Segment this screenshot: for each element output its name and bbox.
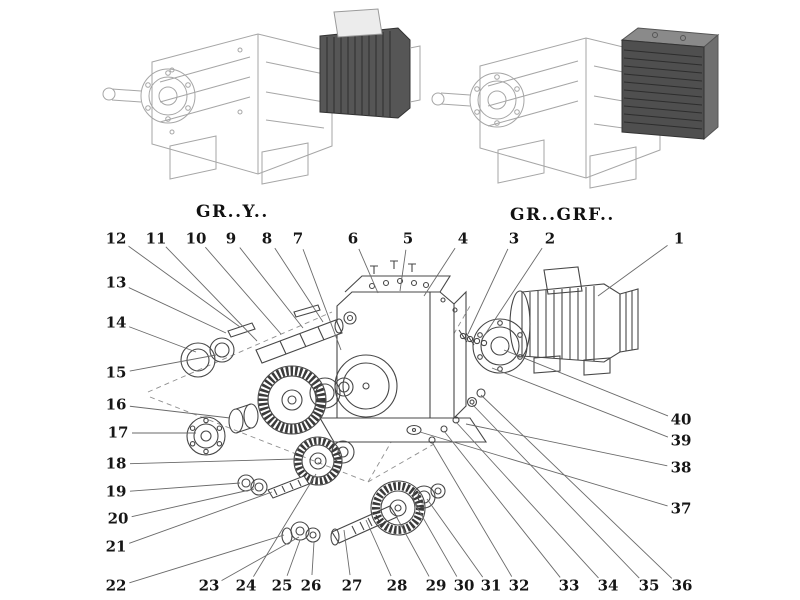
leader-line-40 xyxy=(503,349,669,417)
leader-line-10 xyxy=(204,246,282,335)
callout-17: 17 xyxy=(105,423,131,442)
leader-line-7 xyxy=(302,249,342,351)
leader-line-2 xyxy=(483,247,543,337)
leader-line-39 xyxy=(491,367,669,438)
leader-line-6 xyxy=(358,248,379,294)
leader-line-13 xyxy=(128,287,227,334)
callout-22: 22 xyxy=(103,576,129,595)
callout-11: 11 xyxy=(143,229,169,248)
leader-line-15 xyxy=(129,354,217,372)
callout-30: 30 xyxy=(451,576,477,595)
callout-4: 4 xyxy=(455,229,471,248)
assembly-axis-dashed-lines xyxy=(147,305,471,483)
callout-13: 13 xyxy=(103,273,129,292)
callout-39: 39 xyxy=(668,431,694,450)
callout-3: 3 xyxy=(506,229,522,248)
callout-40: 40 xyxy=(668,410,694,429)
callout-6: 6 xyxy=(345,229,361,248)
leader-line-9 xyxy=(239,247,304,329)
leader-line-26 xyxy=(311,541,315,576)
callout-15: 15 xyxy=(103,363,129,382)
callout-1: 1 xyxy=(671,229,687,248)
leader-line-36 xyxy=(480,394,673,579)
variant-label-gr-y: GR..Y.. xyxy=(196,202,269,222)
leader-line-25 xyxy=(286,539,301,576)
callout-36: 36 xyxy=(669,576,695,595)
motor-assembly xyxy=(472,266,639,376)
leader-line-21 xyxy=(129,491,273,544)
leader-line-32 xyxy=(431,441,513,577)
callout-14: 14 xyxy=(103,313,129,332)
leader-line-23 xyxy=(221,536,300,582)
leader-line-27 xyxy=(343,529,351,576)
callout-26: 26 xyxy=(298,576,324,595)
leader-line-20 xyxy=(131,488,255,518)
callout-20: 20 xyxy=(105,509,131,528)
leader-line-1 xyxy=(597,244,668,297)
callout-21: 21 xyxy=(103,537,129,556)
leader-line-35 xyxy=(471,403,640,579)
callout-29: 29 xyxy=(423,576,449,595)
callout-2: 2 xyxy=(542,229,558,248)
callout-16: 16 xyxy=(103,395,129,414)
leader-line-5 xyxy=(399,249,407,292)
leader-line-22 xyxy=(129,534,285,584)
intermediate-gear-parts xyxy=(237,365,355,499)
leader-line-19 xyxy=(129,482,241,492)
callout-35: 35 xyxy=(636,576,662,595)
gear-motor-drawing-gr-y xyxy=(102,8,421,185)
leader-line-11 xyxy=(165,246,258,342)
leader-line-14 xyxy=(129,326,197,353)
leader-line-24 xyxy=(253,473,317,577)
leader-lines xyxy=(127,244,673,584)
callout-25: 25 xyxy=(269,576,295,595)
leader-line-28 xyxy=(365,519,392,577)
leader-line-4 xyxy=(423,247,456,297)
callout-9: 9 xyxy=(223,229,239,248)
leader-line-8 xyxy=(274,247,324,323)
callout-31: 31 xyxy=(478,576,504,595)
exploded-view xyxy=(147,260,639,546)
leader-line-31 xyxy=(426,498,484,578)
callout-10: 10 xyxy=(183,229,209,248)
callout-5: 5 xyxy=(400,229,416,248)
leader-line-18 xyxy=(129,458,297,465)
callout-18: 18 xyxy=(103,454,129,473)
gear-housing xyxy=(319,260,488,444)
callout-8: 8 xyxy=(259,229,275,248)
callout-32: 32 xyxy=(506,576,532,595)
leader-line-16 xyxy=(129,405,231,419)
variant-label-gr-grf: GR..GRF.. xyxy=(510,205,615,225)
callout-24: 24 xyxy=(233,576,259,595)
callout-19: 19 xyxy=(103,482,129,501)
gear-motor-drawing-gr-grf xyxy=(431,27,720,189)
leader-line-30 xyxy=(413,501,458,577)
callout-23: 23 xyxy=(196,576,222,595)
callout-12: 12 xyxy=(103,229,129,248)
callout-28: 28 xyxy=(384,576,410,595)
callout-27: 27 xyxy=(339,576,365,595)
callout-34: 34 xyxy=(595,576,621,595)
callout-7: 7 xyxy=(290,229,306,248)
callout-33: 33 xyxy=(556,576,582,595)
leader-line-12 xyxy=(127,245,241,328)
leader-line-33 xyxy=(443,430,561,578)
leader-line-34 xyxy=(455,421,599,579)
leader-line-29 xyxy=(395,515,430,577)
leader-line-37 xyxy=(419,431,668,507)
leader-line-3 xyxy=(467,248,509,335)
callout-38: 38 xyxy=(668,458,694,477)
leader-line-38 xyxy=(465,423,668,467)
callout-37: 37 xyxy=(668,499,694,518)
